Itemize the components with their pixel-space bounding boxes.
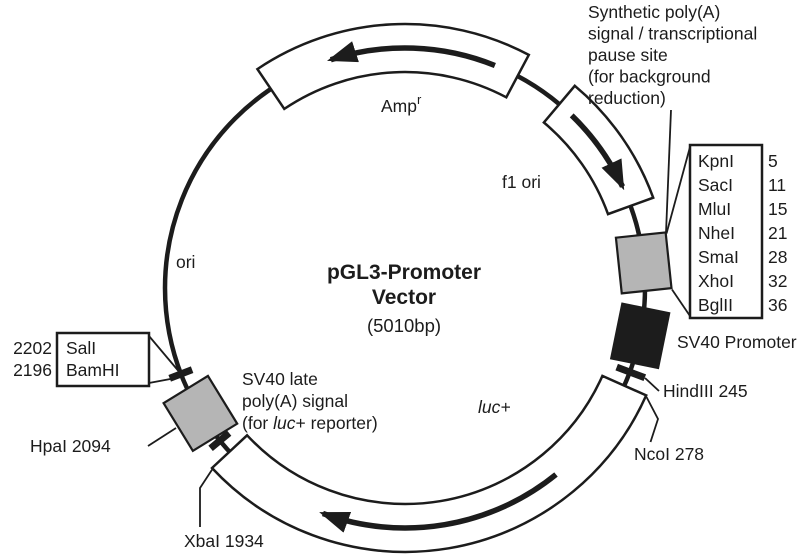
sv40-promoter-label: SV40 Promoter <box>677 332 797 352</box>
ori-label: ori <box>176 252 195 272</box>
enzyme-name: XhoI <box>698 271 734 291</box>
sali-bamhi-list-box <box>55 331 151 388</box>
mcs-wedge-line-top <box>665 146 691 234</box>
xbai-site-label: XbaI 1934 <box>184 531 264 551</box>
mcs-wedge-line-bottom <box>671 288 691 317</box>
enzyme-name: NheI <box>698 223 735 243</box>
synthetic-polya-leader-line <box>665 109 672 234</box>
synthetic-polya-line4: (for background <box>588 67 711 87</box>
enzyme-position: 2196 <box>13 360 52 380</box>
f1-ori-direction-arrow <box>569 113 625 191</box>
hpai-leader-line <box>147 427 177 447</box>
mcs-region-box <box>614 231 673 295</box>
ncoi-leader-line <box>645 396 659 443</box>
xbai-leader-line <box>199 468 214 527</box>
luc-gene-label: luc+ <box>478 397 511 417</box>
enzyme-position: 15 <box>768 199 787 219</box>
late-polya-line1: SV40 late <box>242 369 318 389</box>
enzyme-position: 5 <box>768 151 778 171</box>
enzyme-name: MluI <box>698 199 731 219</box>
sali-bamhi-wedge-line-bottom <box>148 376 182 384</box>
synthetic-polya-line3: pause site <box>588 45 668 65</box>
amp-gene-label: Ampr <box>381 92 422 116</box>
ncoi-site-label: NcoI 278 <box>634 444 704 464</box>
mcs-enzyme-list: KpnI SacI MluI NheI SmaI XhoI BglII 5 11… <box>698 151 787 315</box>
vector-title-line1: pGL3-Promoter <box>327 261 481 284</box>
enzyme-name: BamHI <box>66 360 119 380</box>
luc-gene-band <box>210 374 648 554</box>
f1-ori-label: f1 ori <box>502 172 541 192</box>
enzyme-position: 11 <box>768 175 786 195</box>
luc-direction-arrow <box>319 472 558 533</box>
amp-gene-band <box>255 22 531 111</box>
synthetic-polya-line2: signal / transcriptional <box>588 24 757 44</box>
enzyme-name: BglII <box>698 295 733 315</box>
enzyme-name: SacI <box>698 175 733 195</box>
synthetic-polya-annotation: Synthetic poly(A) signal / transcription… <box>588 2 757 108</box>
synthetic-polya-line1: Synthetic poly(A) <box>588 2 720 22</box>
enzyme-position: 2202 <box>13 338 52 358</box>
late-polya-line2: poly(A) signal <box>242 391 348 411</box>
hindiii-leader-line <box>644 377 660 392</box>
sali-bamhi-list: 2202 2196 SalI BamHI <box>13 338 119 380</box>
hindiii-site-label: HindIII 245 <box>663 381 748 401</box>
late-polya-region-box <box>162 374 239 453</box>
vector-title-line2: Vector <box>372 286 436 309</box>
hpai-site-label: HpaI 2094 <box>30 436 111 456</box>
amp-direction-arrow <box>326 41 496 69</box>
enzyme-position: 28 <box>768 247 787 267</box>
sali-bamhi-wedge-line-top <box>148 335 182 375</box>
enzyme-name: SmaI <box>698 247 739 267</box>
late-polya-annotation: SV40 late poly(A) signal (for luc+ repor… <box>242 369 378 433</box>
vector-size-label: (5010bp) <box>367 315 441 336</box>
synthetic-polya-line5: reduction) <box>588 88 666 108</box>
enzyme-name: SalI <box>66 338 96 358</box>
late-polya-line3: (for luc+ reporter) <box>242 413 378 433</box>
enzyme-position: 36 <box>768 295 787 315</box>
xbai-site-tick <box>208 430 232 451</box>
enzyme-position: 32 <box>768 271 787 291</box>
hindiii-site-tick <box>615 363 647 381</box>
mcs-enzyme-list-box <box>688 143 764 320</box>
enzyme-name: KpnI <box>698 151 734 171</box>
sv40-promoter-box <box>609 302 671 370</box>
enzyme-position: 21 <box>768 223 787 243</box>
